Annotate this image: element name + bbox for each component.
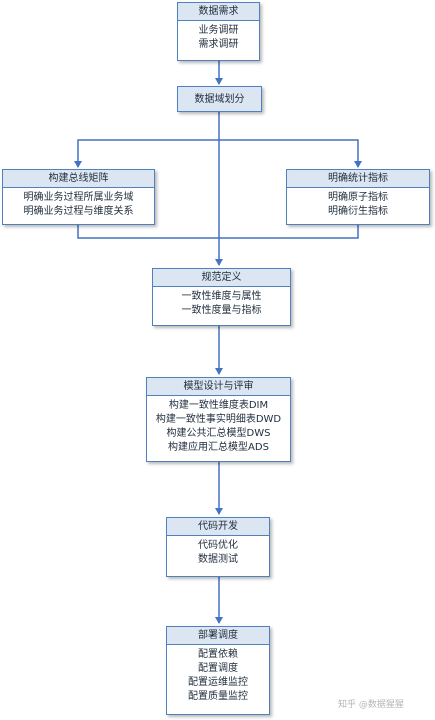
node-code-dev: 代码开发 代码优化 数据测试 (166, 517, 270, 577)
node-item: 配置运维监控 (188, 677, 248, 688)
node-title: 构建总线矩阵 (3, 170, 154, 188)
node-deploy: 部署调度 配置依赖 配置调度 配置运维监控 配置质量监控 (166, 626, 270, 715)
node-item: 明确原子指标 (328, 192, 388, 203)
edge-bus-spec (77, 225, 219, 239)
node-metrics: 明确统计指标 明确原子指标 明确衍生指标 (286, 169, 430, 225)
node-title: 部署调度 (167, 627, 269, 645)
edge-split-bus (74, 139, 219, 168)
node-model-design: 模型设计与评审 构建一致性维度表DIM 构建一致性事实明细表DWD 构建公共汇总… (146, 377, 291, 462)
node-item: 明确业务过程与维度关系 (23, 206, 134, 217)
node-title: 模型设计与评审 (147, 378, 290, 396)
watermark: 知乎 @数据猩猩 (338, 700, 404, 710)
node-spec-definition: 规范定义 一致性维度与属性 一致性度量与指标 (152, 268, 291, 326)
node-item: 构建公共汇总模型DWS (166, 428, 271, 439)
edge-metric-spec (219, 225, 359, 239)
node-title: 数据需求 (178, 3, 259, 21)
edge-split-metric (219, 139, 362, 168)
node-item: 构建一致性事实明细表DWD (155, 414, 282, 425)
node-item: 明确业务过程所属业务域 (23, 192, 134, 203)
node-bus-matrix: 构建总线矩阵 明确业务过程所属业务域 明确业务过程与维度关系 (2, 169, 155, 225)
node-item: 需求调研 (198, 39, 239, 50)
node-data-demand: 数据需求 业务调研 需求调研 (177, 2, 260, 61)
node-item: 构建一致性维度表DIM (168, 400, 269, 411)
node-item: 构建应用汇总模型ADS (168, 442, 269, 453)
node-item: 代码优化 (198, 540, 238, 551)
node-data-domain: 数据域划分 (177, 86, 262, 112)
node-title: 规范定义 (153, 269, 290, 287)
node-title: 数据域划分 (178, 87, 261, 111)
node-title: 代码开发 (167, 518, 269, 536)
node-item: 配置质量监控 (188, 691, 248, 702)
node-item: 明确衍生指标 (328, 206, 388, 217)
node-item: 配置调度 (198, 663, 238, 674)
node-item: 一致性度量与指标 (181, 305, 262, 316)
node-item: 数据测试 (198, 554, 238, 565)
node-item: 配置依赖 (198, 649, 238, 660)
node-item: 一致性维度与属性 (181, 291, 262, 302)
node-item: 业务调研 (198, 25, 239, 36)
node-title: 明确统计指标 (287, 170, 429, 188)
